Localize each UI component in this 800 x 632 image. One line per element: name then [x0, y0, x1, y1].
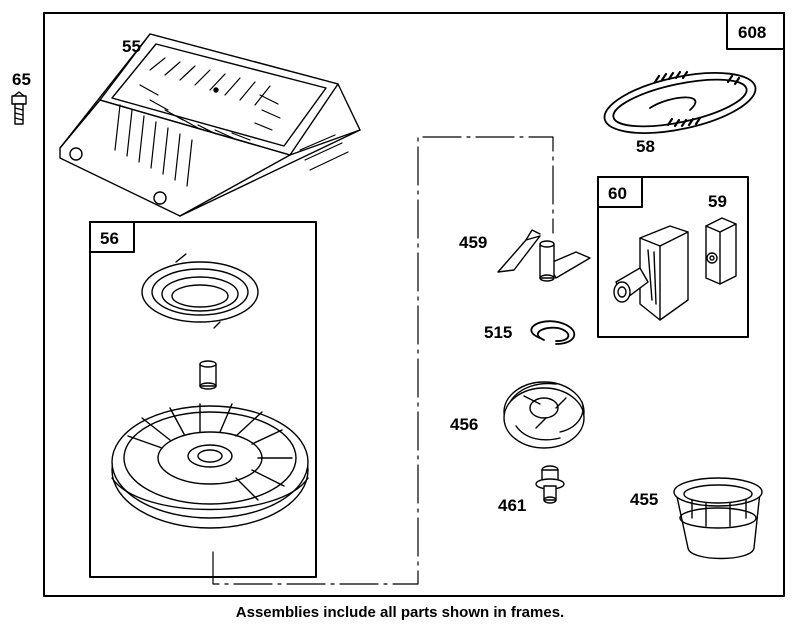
right-frame	[597, 176, 749, 338]
starter-cup-part	[673, 477, 763, 560]
retainer-ring-part	[530, 320, 576, 345]
rope-part	[603, 70, 757, 134]
right-frame-tag	[597, 176, 643, 208]
housing-cover-part	[59, 33, 361, 217]
bolt-part	[11, 91, 27, 125]
left-frame-number: 56	[100, 229, 119, 248]
label-461: 461	[498, 496, 526, 515]
main-frame-number: 608	[738, 23, 766, 42]
label-459: 459	[459, 233, 487, 252]
main-frame	[43, 12, 785, 597]
diagram-caption: Assemblies include all parts shown in fr…	[235, 604, 565, 621]
label-65: 65	[12, 70, 31, 89]
screw-part	[535, 465, 565, 504]
left-frame-tag	[89, 221, 135, 253]
main-frame-tag	[726, 12, 785, 50]
label-58: 58	[636, 137, 655, 156]
pin-part	[199, 360, 217, 390]
label-455: 455	[630, 490, 658, 509]
bracket-part	[705, 217, 737, 285]
label-59: 59	[708, 192, 727, 211]
pawl-part	[497, 229, 591, 282]
recoil-spring-part	[141, 253, 259, 329]
ratchet-part	[503, 381, 585, 449]
brake-lever-part	[613, 225, 689, 321]
label-55: 55	[122, 37, 141, 56]
pulley-part	[111, 403, 309, 529]
label-515: 515	[484, 323, 512, 342]
label-456: 456	[450, 415, 478, 434]
right-frame-number: 60	[608, 184, 627, 203]
left-frame	[89, 221, 317, 578]
leader-lines	[212, 136, 554, 585]
